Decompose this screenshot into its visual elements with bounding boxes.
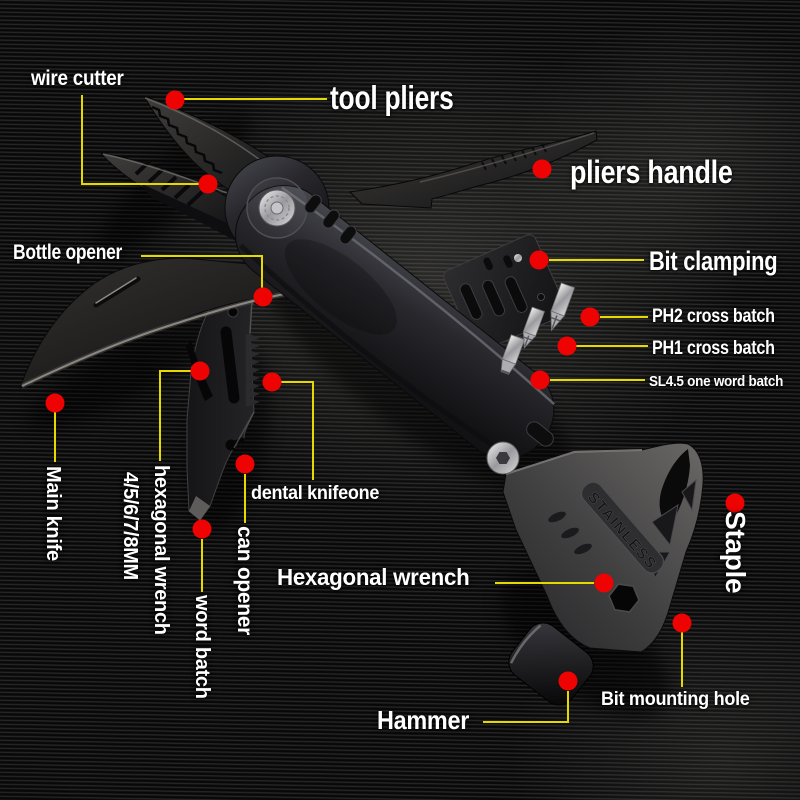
label-tool-pliers: tool pliers bbox=[330, 79, 454, 116]
marker-bit-mounting bbox=[672, 613, 692, 633]
label-bottle-opener: Bottle opener bbox=[13, 241, 123, 264]
marker-dental-knife bbox=[262, 372, 282, 392]
marker-hexagonal-wrench bbox=[594, 573, 614, 593]
connector-wire-cutter bbox=[81, 95, 200, 185]
label-sl45-word-batch: SL4.5 one word batch bbox=[649, 373, 784, 390]
connector-bottle-opener bbox=[141, 255, 263, 288]
label-can-opener: can opener bbox=[233, 526, 256, 636]
marker-hex-wrench-v bbox=[190, 361, 210, 381]
label-wire-cutter: wire cutter bbox=[31, 67, 124, 90]
marker-tool-pliers bbox=[165, 90, 185, 110]
label-pliers-handle: pliers handle bbox=[570, 154, 733, 190]
label-hexagonal-wrench: Hexagonal wrench bbox=[277, 564, 470, 590]
marker-can-opener bbox=[235, 454, 255, 474]
label-hex-wrench-line1: hexagonal wrench bbox=[150, 465, 172, 635]
connector-hammer bbox=[483, 691, 569, 723]
label-hex-wrench-line2: 4/5/6/7/8MM bbox=[119, 472, 141, 580]
label-bit-clamping: Bit clamping bbox=[649, 246, 778, 276]
connector-dental-knife bbox=[281, 381, 314, 480]
marker-wire-cutter bbox=[198, 174, 218, 194]
label-hammer: Hammer bbox=[377, 705, 470, 735]
marker-staple bbox=[725, 493, 745, 513]
label-word-batch: word batch bbox=[191, 595, 213, 699]
label-staple: Staple bbox=[720, 511, 751, 594]
marker-ph1 bbox=[557, 336, 577, 356]
marker-word-batch bbox=[192, 519, 212, 539]
connector-hex-wrench-v bbox=[159, 370, 191, 461]
marker-hammer bbox=[558, 671, 578, 691]
marker-main-knife bbox=[45, 393, 65, 413]
label-dental-knife: dental knifeone bbox=[251, 483, 380, 504]
marker-ph2 bbox=[580, 307, 600, 327]
label-main-knife: Main knife bbox=[42, 466, 64, 561]
marker-pliers-handle bbox=[532, 159, 552, 179]
marker-bottle-opener bbox=[253, 287, 273, 307]
marker-bit-clamping bbox=[529, 250, 549, 270]
label-bit-mounting-hole: Bit mounting hole bbox=[601, 689, 750, 710]
marker-sl45 bbox=[530, 370, 550, 390]
label-ph2-cross-batch: PH2 cross batch bbox=[652, 306, 775, 327]
label-ph1-cross-batch: PH1 cross batch bbox=[652, 338, 775, 359]
